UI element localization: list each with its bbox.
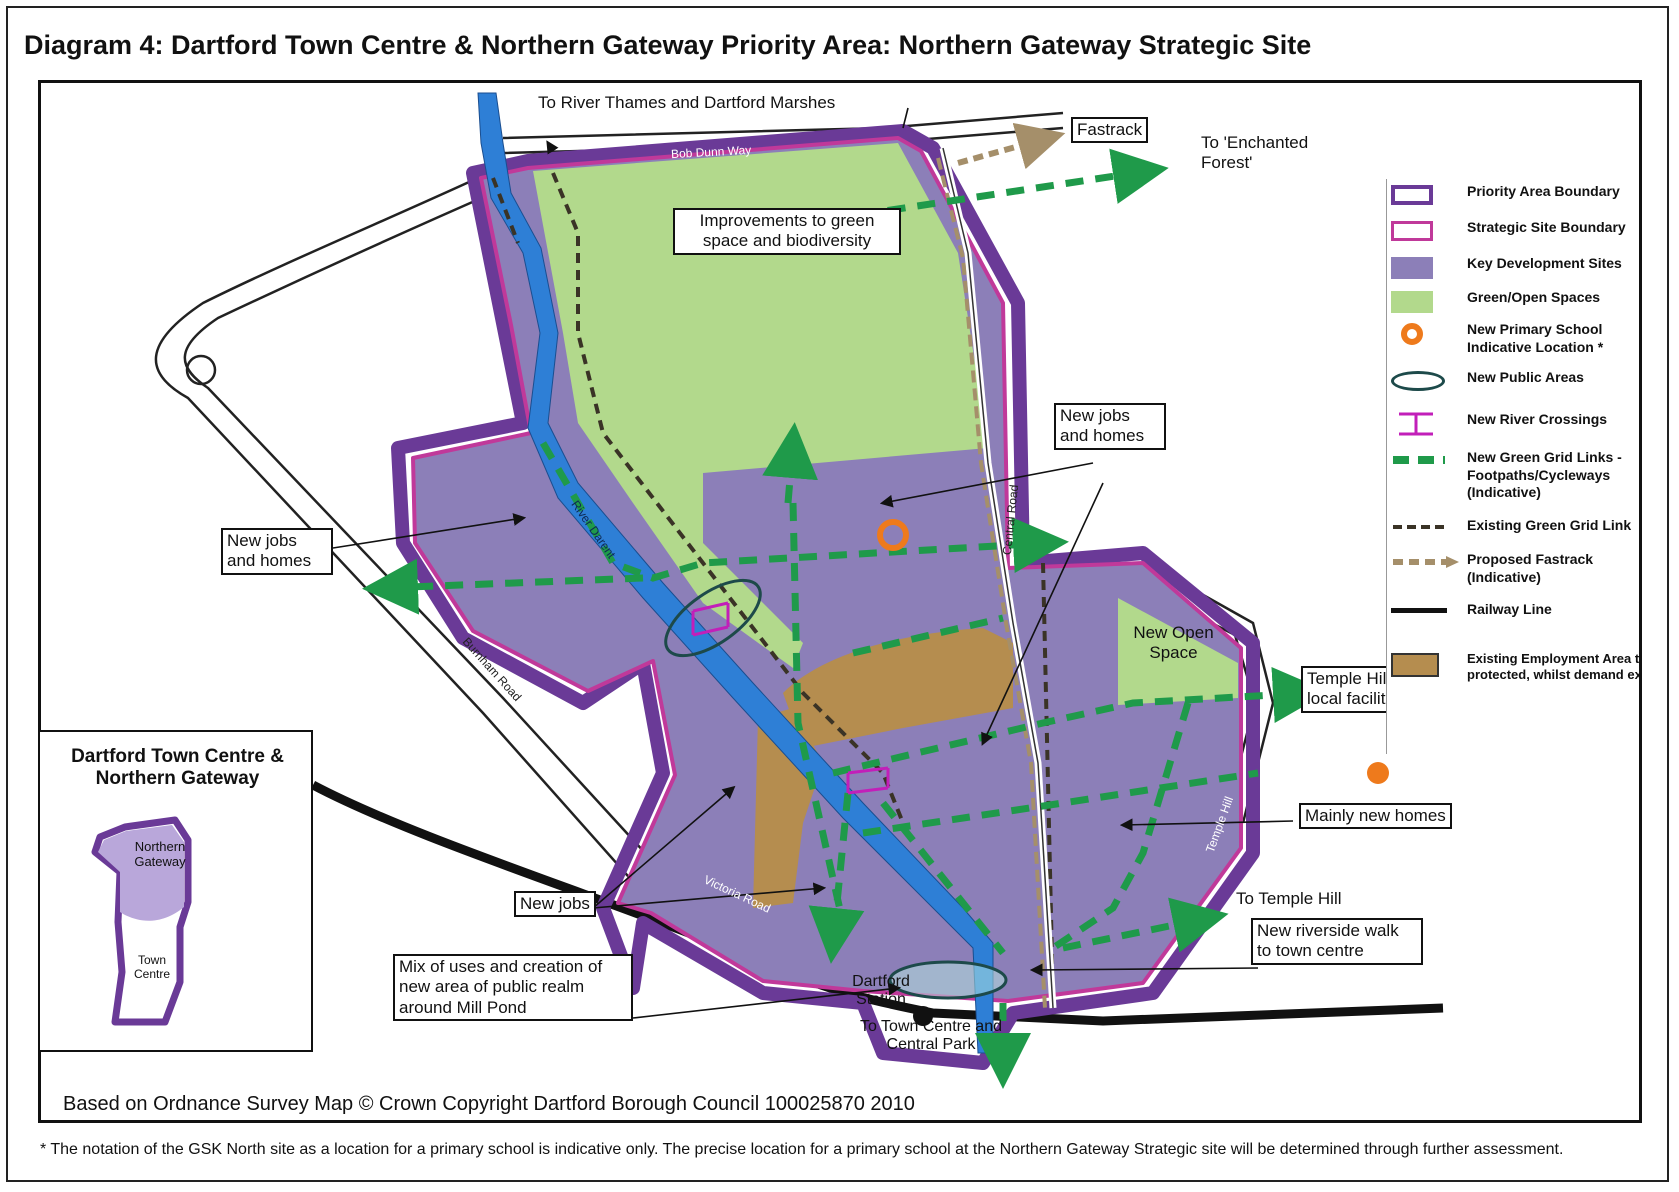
legend-label: New Public Areas	[1467, 369, 1584, 385]
mill-pond-label: Mix of uses and creation of new area of …	[393, 954, 633, 1022]
to-thames-label: To River Thames and Dartford Marshes	[538, 93, 836, 112]
priority-boundary-swatch	[1391, 185, 1433, 205]
station-dot	[913, 1006, 933, 1026]
fastrack-arrow-icon	[1393, 556, 1459, 568]
river-crossing-south	[846, 766, 890, 795]
public-area-north	[664, 578, 762, 658]
new-open-space-label: New Open Space	[1133, 623, 1214, 662]
green-space-north	[533, 143, 988, 668]
strategic-site-boundary	[411, 136, 1243, 1003]
legend-label: Proposed Fastrack (Indicative)	[1467, 551, 1594, 585]
priority-area-boundary	[391, 124, 1260, 1070]
dartford-station-label: Dartford Station	[852, 973, 910, 1009]
legend-label: New Green Grid Links - Footpaths/Cyclewa…	[1467, 449, 1622, 500]
page-title: Diagram 4: Dartford Town Centre & Northe…	[24, 30, 1312, 60]
fastrack-label: Fastrack	[1071, 117, 1149, 144]
legend-label: Green/Open Spaces	[1467, 289, 1601, 305]
key-development-swatch	[1391, 257, 1433, 279]
existing-link-dash-icon	[1393, 525, 1445, 529]
to-forest-label: To 'Enchanted Forest'	[1201, 133, 1309, 172]
map-legend: Priority Area Boundary Strategic Site Bo…	[1386, 179, 1642, 754]
new-green-grid-links	[362, 148, 1329, 1089]
inset-map: Dartford Town Centre & Northern Gateway …	[38, 730, 313, 1052]
inset-north-label: Northern Gateway	[134, 839, 186, 869]
legend-label: Priority Area Boundary	[1467, 183, 1620, 199]
inset-town-label: Town Centre	[133, 953, 171, 981]
new-jobs-homes-west-label: New jobs and homes	[221, 528, 333, 575]
new-jobs-label: New jobs	[514, 891, 596, 918]
existing-green-link-west	[491, 177, 520, 244]
school-ring	[877, 519, 909, 551]
river-crossing-icon	[1399, 412, 1433, 436]
green-space-east	[1118, 598, 1238, 705]
public-area-ellipse-icon	[1391, 371, 1445, 391]
legend-label: Key Development Sites	[1467, 255, 1622, 271]
footnote: * The notation of the GSK North site as …	[40, 1141, 1564, 1158]
new-jobs-homes-center-label: New jobs and homes	[1054, 403, 1166, 450]
employment-swatch	[1391, 653, 1439, 677]
strategic-boundary-swatch	[1391, 221, 1433, 241]
green-space-swatch	[1391, 291, 1433, 313]
school-ring-icon	[1401, 323, 1423, 345]
inset-canvas	[91, 816, 192, 1026]
legend-label: New River Crossings	[1467, 411, 1608, 427]
riverside-walk-label: New riverside walk to town centre	[1251, 918, 1423, 965]
legend-label: Existing Green Grid Link	[1467, 517, 1632, 533]
improvements-label: Improvements to green space and biodiver…	[673, 208, 901, 255]
map-canvas	[154, 92, 1444, 1089]
temple-hill-dot	[1367, 762, 1389, 784]
page-frame	[6, 6, 1669, 1182]
legend-label: Strategic Site Boundary	[1467, 219, 1626, 235]
fastrack-route	[957, 122, 1066, 170]
to-temple-hill-label: To Temple Hill	[1236, 889, 1342, 908]
green-link-dash-icon	[1393, 456, 1445, 464]
inset-title: Dartford Town Centre & Northern Gateway	[71, 746, 284, 789]
legend-label: Existing Employment Area to be protected…	[1467, 651, 1642, 683]
public-area-mill-pond	[888, 960, 1008, 1000]
employment-area-east	[783, 628, 1013, 748]
legend-label: Railway Line	[1467, 601, 1552, 617]
mainly-new-homes-label: Mainly new homes	[1299, 803, 1452, 830]
legend-label: New Primary School Indicative Location *	[1467, 321, 1604, 355]
copyright-text: Based on Ordnance Survey Map © Crown Cop…	[63, 1093, 915, 1115]
river-crossing-north	[691, 601, 730, 637]
to-town-centre-label: To Town Centre and Central Park	[859, 1018, 1002, 1054]
railway-line-icon	[1391, 608, 1447, 613]
